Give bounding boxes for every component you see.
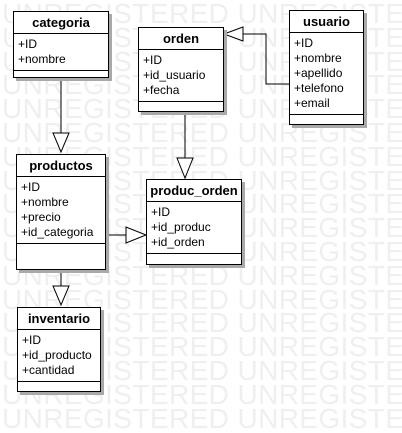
attribute: +fecha xyxy=(143,83,180,97)
attribute: +ID xyxy=(21,180,41,194)
class-name: productos xyxy=(17,155,105,177)
attribute: +cantidad xyxy=(22,363,75,377)
attribute: +id_produc xyxy=(151,220,211,234)
attribute: +id_producto xyxy=(22,348,92,362)
class-inventario[interactable]: inventario +ID +id_producto +cantidad xyxy=(17,307,101,392)
attribute: +ID xyxy=(22,333,42,347)
relation-productos-inventario xyxy=(52,270,70,307)
attribute-list: +ID +id_usuario +fecha xyxy=(139,50,223,102)
attribute: +nombre xyxy=(294,51,342,65)
class-name: orden xyxy=(139,28,223,50)
generalization-arrowhead xyxy=(222,26,244,42)
generalization-arrowhead xyxy=(125,226,148,244)
generalization-arrowhead xyxy=(52,132,70,154)
attribute: +id_usuario xyxy=(143,68,206,82)
class-name: categoria xyxy=(14,12,108,34)
attribute: +email xyxy=(294,96,330,110)
attribute: +ID xyxy=(18,37,38,51)
attribute: +id_orden xyxy=(151,235,205,249)
attribute: +precio xyxy=(21,210,61,224)
attribute-list: +ID +nombre +precio +id_categoria xyxy=(17,177,105,244)
attribute-list: +ID +nombre +apellido +telefono +email xyxy=(290,33,363,115)
relation-productos-producorden xyxy=(106,226,148,244)
attribute: +ID xyxy=(151,205,171,219)
class-name: usuario xyxy=(290,11,363,33)
attribute: +apellido xyxy=(294,66,343,80)
class-orden[interactable]: orden +ID +id_usuario +fecha xyxy=(138,27,224,112)
attribute-list: +ID +id_producto +cantidad xyxy=(18,330,100,382)
relation-usuario-orden xyxy=(222,26,289,85)
class-produc-orden[interactable]: produc_orden +ID +id_produc +id_orden xyxy=(146,179,242,265)
class-name: produc_orden xyxy=(147,180,241,202)
attribute: +telefono xyxy=(294,81,344,95)
attribute: +ID xyxy=(143,53,163,67)
class-categoria[interactable]: categoria +ID +nombre xyxy=(13,11,109,78)
attribute: +nombre xyxy=(21,195,69,209)
generalization-arrowhead xyxy=(52,285,70,307)
attribute: +nombre xyxy=(18,52,66,66)
class-name: inventario xyxy=(18,308,100,330)
generalization-arrowhead xyxy=(176,157,194,180)
relation-categoria-productos xyxy=(52,78,70,154)
attribute-list: +ID +id_produc +id_orden xyxy=(147,202,241,254)
relation-orden-producorden xyxy=(176,112,194,180)
attribute: +ID xyxy=(294,36,314,50)
attribute-list: +ID +nombre xyxy=(14,34,108,71)
class-productos[interactable]: productos +ID +nombre +precio +id_catego… xyxy=(16,154,106,270)
class-usuario[interactable]: usuario +ID +nombre +apellido +telefono … xyxy=(289,10,364,125)
attribute: +id_categoria xyxy=(21,225,94,239)
relation-line xyxy=(243,33,289,85)
